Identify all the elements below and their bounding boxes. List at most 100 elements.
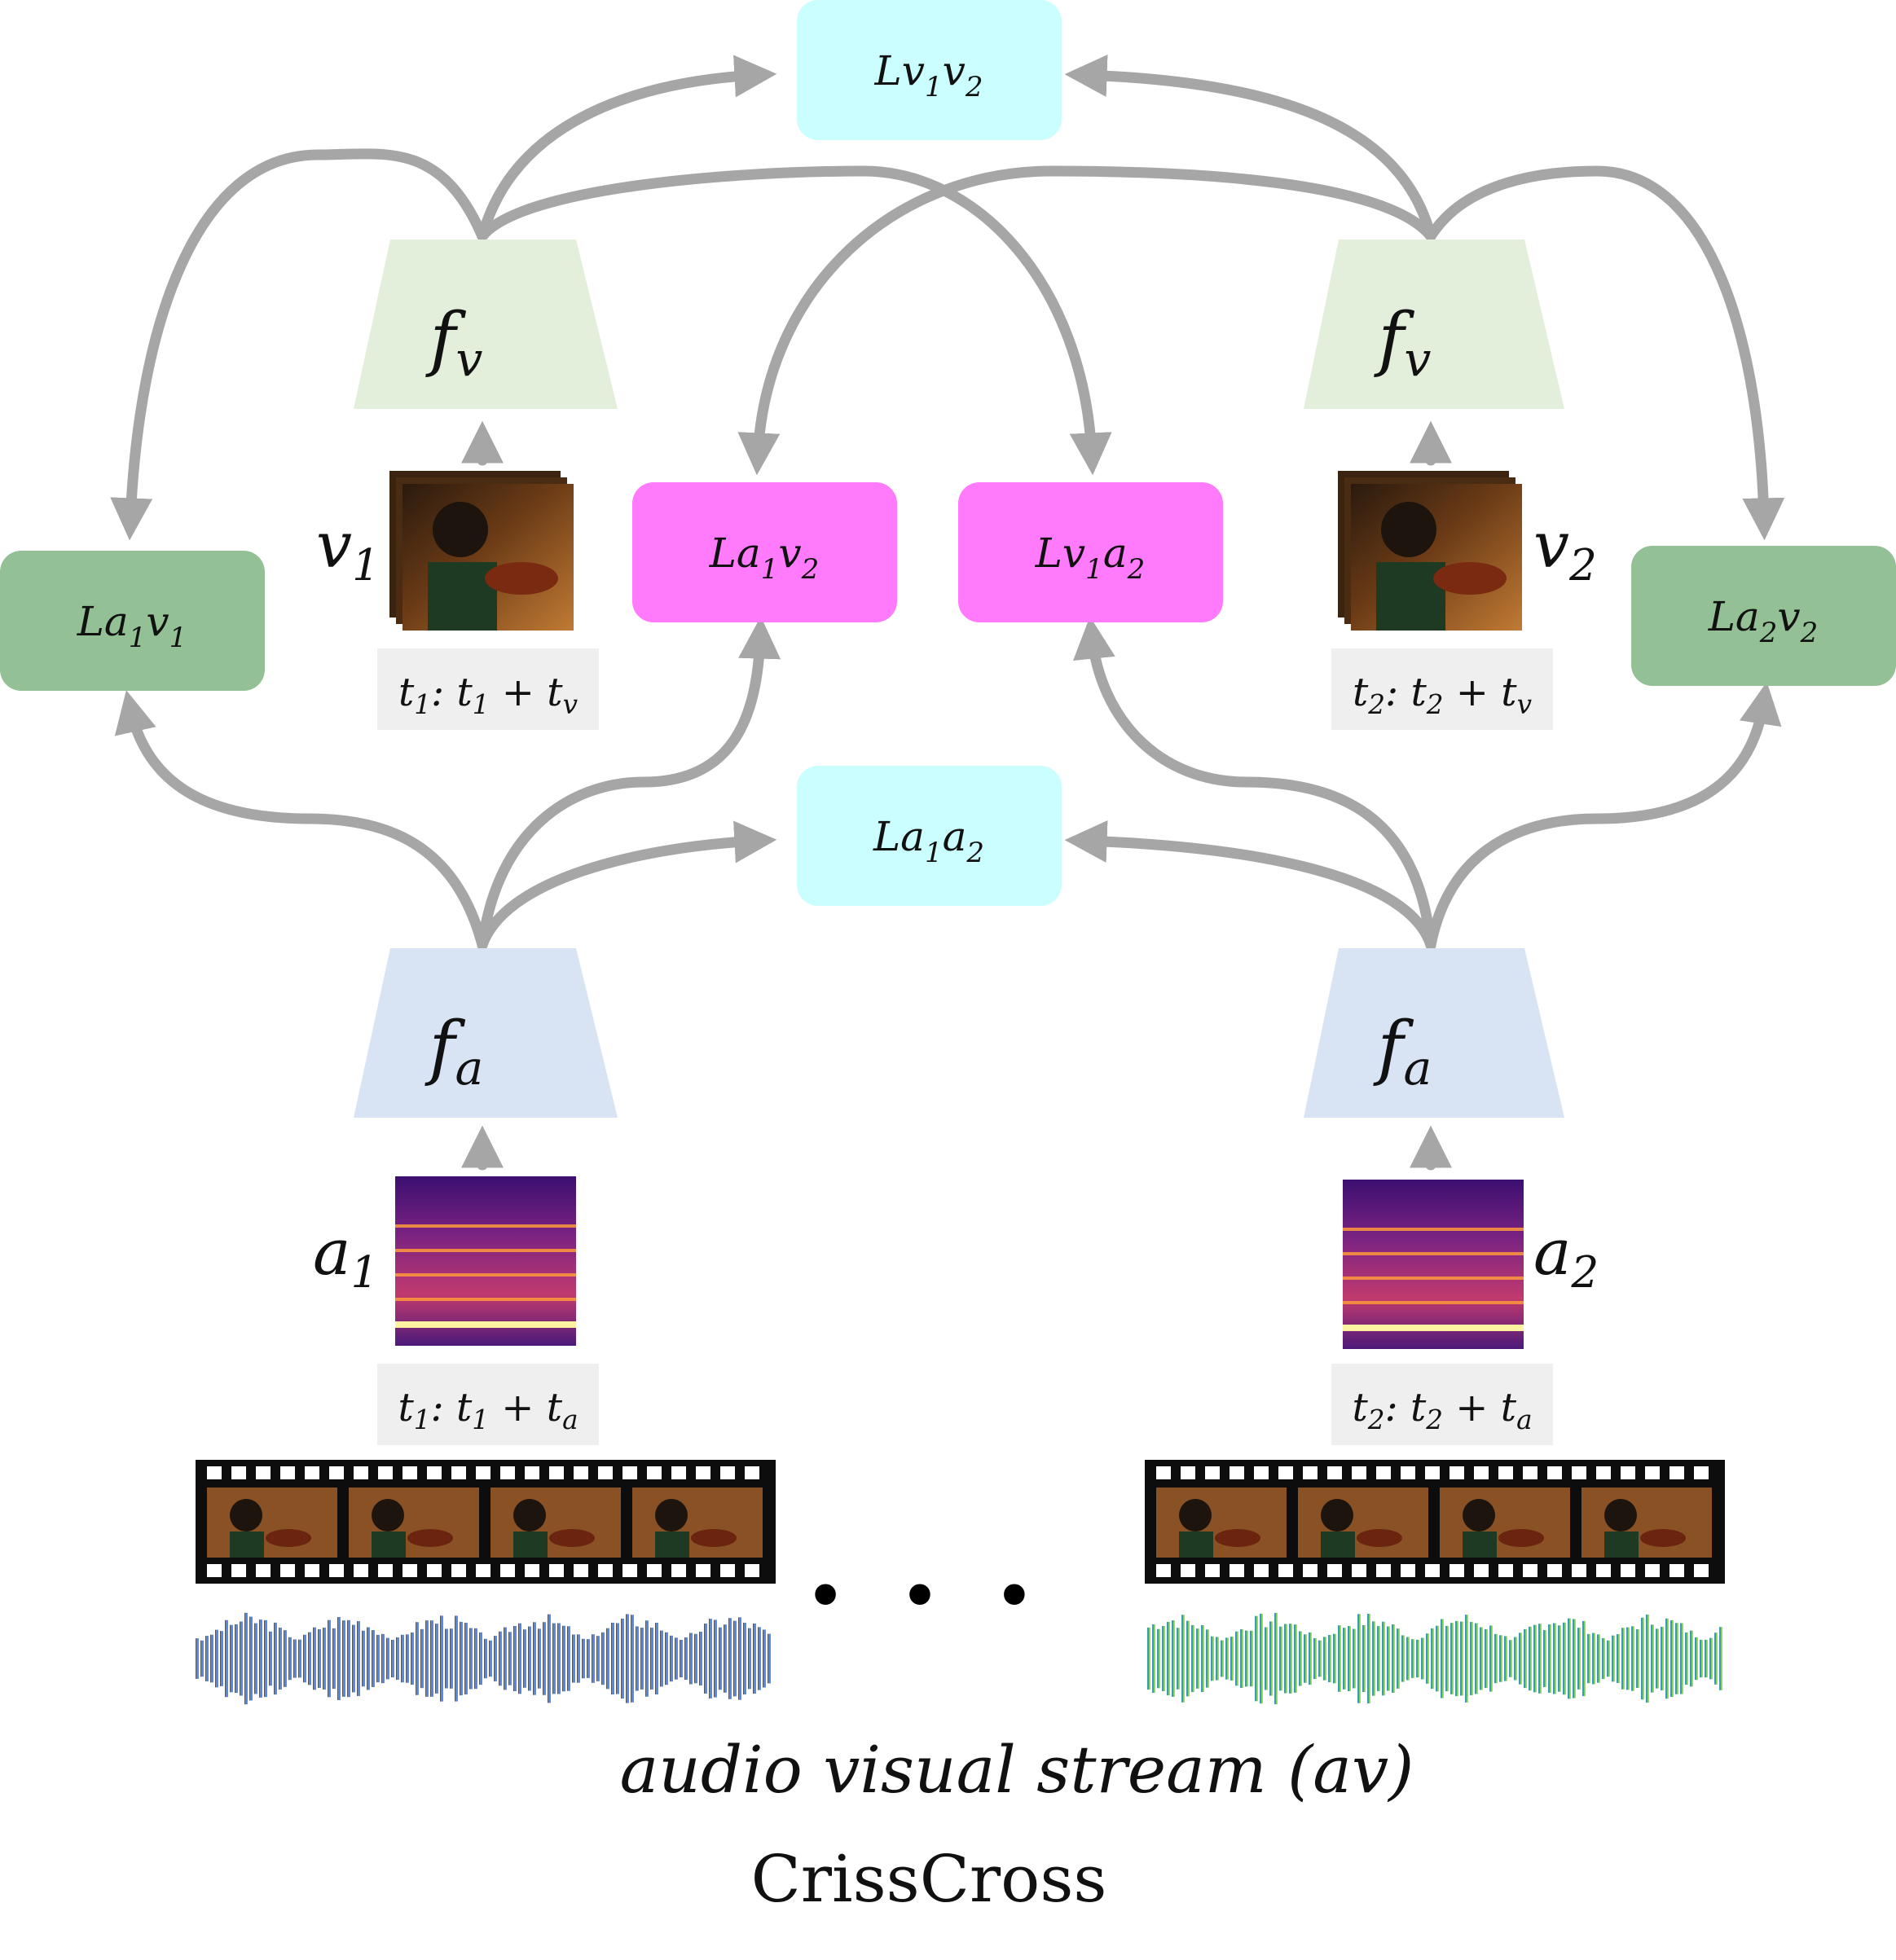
sprocket-hole xyxy=(256,1466,271,1479)
waveform-bar xyxy=(1250,1630,1253,1687)
sprocket-hole xyxy=(1523,1564,1537,1577)
waveform-bar xyxy=(1172,1620,1175,1697)
sprocket-hole xyxy=(1596,1564,1611,1577)
violinist-head-icon xyxy=(230,1499,262,1532)
waveform-bar xyxy=(342,1620,345,1697)
waveform-bar xyxy=(1577,1628,1581,1690)
waveform-bar xyxy=(724,1624,727,1693)
waveform-bar xyxy=(240,1621,243,1696)
sprocket-hole xyxy=(1156,1466,1171,1479)
audio-encoder-right-shape xyxy=(1304,948,1564,1118)
sprocket-hole xyxy=(525,1466,539,1479)
spectrogram-a1-bg xyxy=(395,1176,576,1346)
video-encoder-left: fv xyxy=(354,240,618,409)
sprocket-hole xyxy=(427,1564,442,1577)
waveform-bar xyxy=(235,1624,238,1694)
waveform-bar xyxy=(1450,1623,1454,1694)
sprocket-hole xyxy=(1572,1564,1586,1577)
violin-icon xyxy=(1498,1529,1544,1547)
arrow-fv1-to-lv1a2 xyxy=(477,165,1112,476)
waveform-bar xyxy=(577,1634,580,1683)
waveform-bar xyxy=(689,1633,693,1685)
waveform-bar xyxy=(308,1632,311,1685)
waveform-bar xyxy=(1705,1639,1708,1678)
waveform-bar xyxy=(694,1633,697,1684)
sprocket-hole xyxy=(256,1564,271,1577)
waveform-bar xyxy=(328,1619,331,1698)
video-encoder-right: fv xyxy=(1304,240,1564,409)
waveform-bar xyxy=(1333,1633,1336,1684)
waveform-bar xyxy=(533,1622,536,1695)
violinist-head-icon xyxy=(655,1499,688,1532)
waveform-bar xyxy=(337,1617,341,1700)
waveform-bar xyxy=(733,1620,737,1697)
input-label-a2: a2 xyxy=(1533,1216,1599,1298)
violinist-body-icon xyxy=(372,1532,406,1558)
waveform-bar xyxy=(1714,1633,1718,1685)
waveform-bar xyxy=(523,1629,526,1688)
waveform-bar xyxy=(748,1628,751,1690)
film-strip-right xyxy=(1145,1460,1725,1584)
waveform-bar xyxy=(1568,1618,1571,1699)
caption-title: CrissCross xyxy=(751,1841,1107,1917)
waveform-bar xyxy=(1216,1637,1219,1681)
waveform-bar xyxy=(1509,1640,1512,1677)
sprocket-hole xyxy=(549,1466,564,1479)
waveform-bar xyxy=(640,1628,644,1690)
waveform-bar xyxy=(205,1636,209,1681)
waveform-bar xyxy=(1392,1624,1395,1693)
sprocket-hole xyxy=(647,1466,662,1479)
arrows xyxy=(110,55,1785,1171)
waveform-bar xyxy=(254,1623,257,1694)
waveform-bar xyxy=(376,1634,380,1683)
film-frame xyxy=(1156,1488,1287,1558)
waveform-bar xyxy=(1646,1614,1649,1703)
waveform-bar xyxy=(1626,1627,1630,1690)
sprocket-hole xyxy=(1645,1466,1660,1479)
waveform-bar xyxy=(464,1623,468,1694)
waveform-bar xyxy=(455,1615,458,1702)
waveform-bar xyxy=(1416,1639,1419,1678)
waveform-bar xyxy=(636,1626,639,1691)
sprocket-hole xyxy=(378,1466,393,1479)
waveform-bar xyxy=(381,1633,385,1684)
video-encoder-right-shape xyxy=(1304,240,1564,409)
violinist-body-icon xyxy=(513,1532,548,1558)
waveform-bar xyxy=(411,1632,414,1685)
waveform-bar xyxy=(1167,1621,1170,1696)
waveform-bar xyxy=(303,1634,306,1683)
range-t2v-label: t2: t2 + tv xyxy=(1353,670,1533,720)
violinist-head-icon xyxy=(1604,1499,1637,1532)
input-label-v2: v2 xyxy=(1533,509,1597,591)
audio-encoder-left-label: fa xyxy=(425,1007,484,1096)
sprocket-hole xyxy=(427,1466,442,1479)
waveform-bar xyxy=(1357,1614,1361,1703)
waveform-bar xyxy=(357,1621,360,1696)
sprocket-hole xyxy=(280,1564,295,1577)
waveform-bar xyxy=(660,1630,663,1687)
sprocket-hole xyxy=(1449,1466,1464,1479)
input-label-v1: v1 xyxy=(316,509,380,591)
arrow-fv2-to-la2v2 xyxy=(1425,165,1785,541)
waveform-bar xyxy=(1406,1637,1410,1681)
waveform-bar xyxy=(1533,1624,1537,1693)
violinist-body-icon xyxy=(1463,1532,1497,1558)
range-t2v: t2: t2 + tv xyxy=(1331,648,1553,730)
sprocket-hole xyxy=(598,1564,613,1577)
loss-la2v2-box: La2v2 xyxy=(1631,546,1896,686)
waveform-bar xyxy=(445,1628,448,1689)
sprocket-hole xyxy=(1278,1466,1293,1479)
arrow-fv1-to-la1v1 xyxy=(110,148,488,541)
waveform-bar xyxy=(1235,1631,1238,1686)
range-t1v-bg xyxy=(377,648,599,730)
sprocket-hole xyxy=(647,1564,662,1577)
sprocket-hole xyxy=(476,1564,490,1577)
waveform-bar xyxy=(1543,1630,1546,1687)
sprocket-hole xyxy=(696,1466,710,1479)
waveform-bar xyxy=(469,1628,473,1690)
waveform-bar xyxy=(1265,1627,1268,1690)
sprocket-hole xyxy=(1425,1466,1440,1479)
waveform-bar xyxy=(665,1632,668,1685)
waveform-bar xyxy=(587,1639,590,1678)
waveform-bar xyxy=(1680,1623,1683,1694)
